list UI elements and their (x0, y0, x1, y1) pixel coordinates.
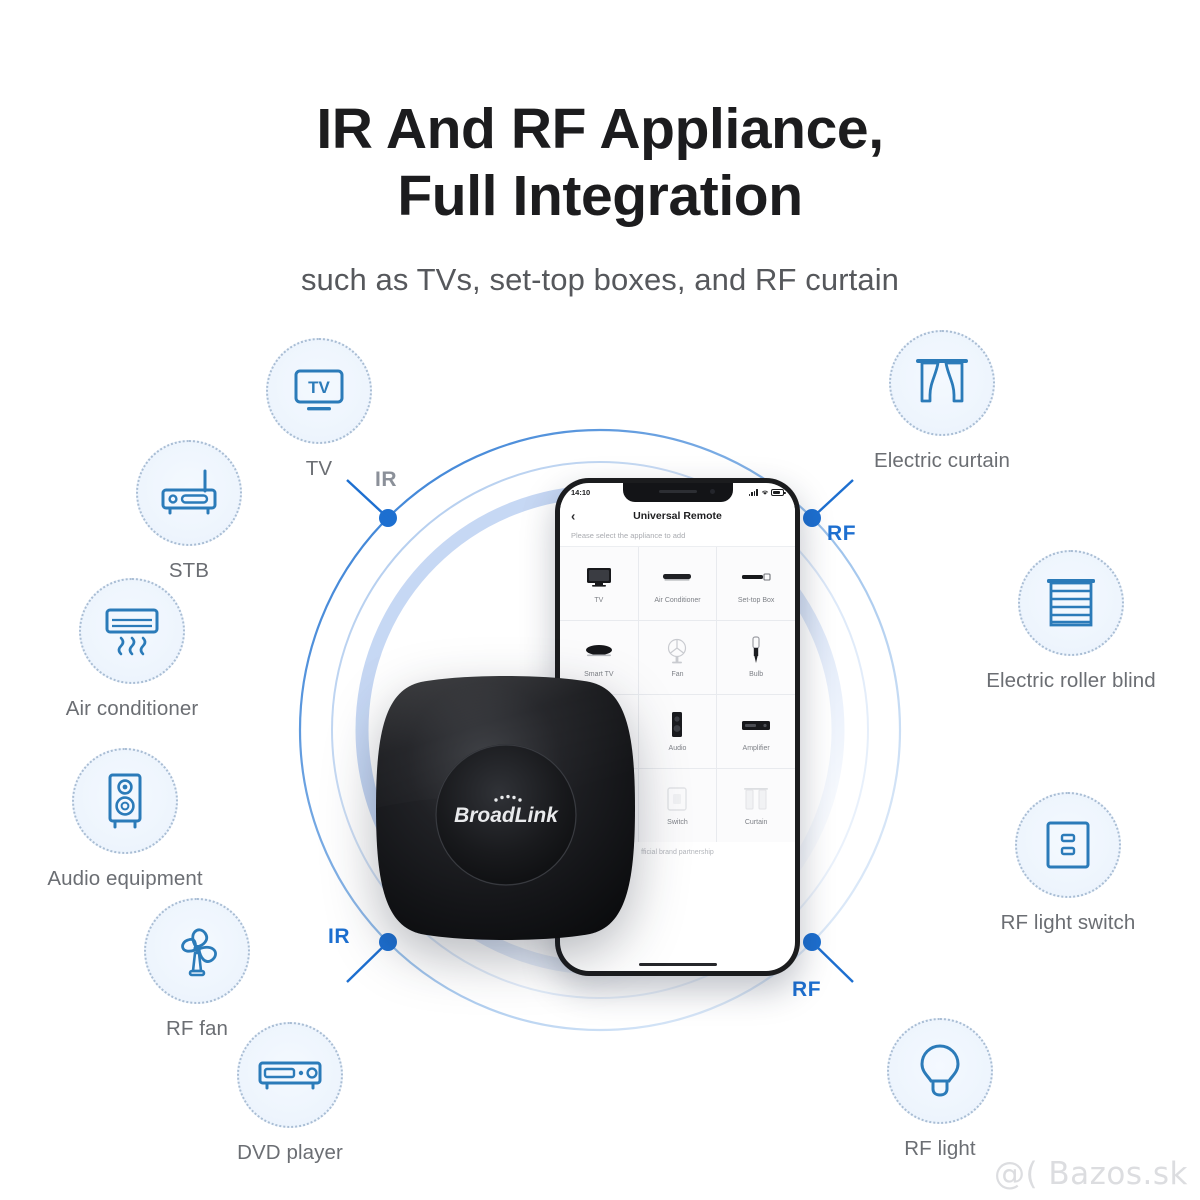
appliance-cell-switch[interactable]: Switch (638, 769, 717, 842)
feature-label: RF fan (165, 1017, 229, 1040)
status-time: 14:10 (571, 488, 591, 497)
signal-bars-icon (748, 489, 758, 496)
hub-highlight (376, 676, 635, 808)
page-title: IR And RF Appliance, Full Integration (0, 96, 1200, 229)
chevron-left-icon[interactable]: ‹ (571, 508, 576, 523)
appliance-label: Bulb (749, 670, 764, 678)
signal-label-ir-bottom: IR (328, 925, 351, 948)
appliance-label: Switch (667, 818, 688, 826)
home-indicator (638, 963, 717, 966)
air-conditioner-icon (79, 578, 185, 684)
signal-label-rf-top: RF (827, 522, 857, 545)
feature-label: DVD player (237, 1141, 343, 1164)
tv-icon: TV (266, 338, 372, 444)
mid-ring (331, 461, 869, 999)
appliance-cell-curtain[interactable]: Curtain (717, 769, 795, 842)
amplifier-device-icon (740, 710, 772, 740)
appliance-cell-amplifier[interactable]: Amplifier (717, 695, 795, 768)
feature-label: RF light switch (1000, 911, 1136, 934)
connector-bottom-right (811, 941, 854, 983)
appliance-label: Smart TV (584, 670, 614, 678)
feature-dvd-player: DVD player (185, 1022, 395, 1165)
title-line-2: Full Integration (397, 163, 803, 228)
signal-label-rf-bottom: RF (792, 978, 822, 1001)
app-instruction-text: Please select the appliance to add (560, 529, 795, 546)
wifi-icon (761, 490, 768, 495)
site-watermark: @( Bazos.sk (993, 1156, 1188, 1192)
hub-brand-text: BroadLink (454, 804, 559, 827)
svg-text:TV: TV (308, 378, 330, 397)
feature-label: TV (305, 457, 333, 480)
appliance-cell-air-conditioner[interactable]: Air Conditioner (638, 547, 717, 620)
appliance-cell-tv[interactable]: TV (560, 547, 638, 620)
fan-device-icon (664, 636, 690, 666)
connector-top-left (346, 479, 389, 519)
roller-blind-icon (1018, 550, 1124, 656)
appliance-cell-bulb[interactable]: Bulb (717, 621, 795, 694)
appliance-label: TV (594, 596, 604, 604)
feature-electric-roller-blind: Electric roller blind (966, 550, 1176, 693)
dvd-player-icon (237, 1022, 343, 1128)
feature-label: Electric roller blind (986, 669, 1156, 692)
light-switch-icon (1015, 792, 1121, 898)
feature-label: STB (168, 559, 210, 582)
appliance-label: Amplifier (742, 744, 770, 752)
feature-electric-curtain: Electric curtain (837, 330, 1047, 473)
ac-device-icon (661, 562, 693, 592)
appliance-label: Curtain (744, 818, 768, 826)
feature-label: Audio equipment (47, 867, 203, 890)
status-icon-group (748, 489, 786, 496)
connector-top-right (811, 479, 854, 519)
feature-rf-light: RF light (835, 1018, 1045, 1161)
smart-tv-device-icon (583, 636, 615, 666)
front-camera (709, 489, 715, 494)
appliance-cell-audio[interactable]: Audio (638, 695, 717, 768)
set-top-box-icon (136, 440, 242, 546)
feature-label: Air conditioner (65, 697, 199, 720)
appliance-label: Set-top Box (737, 596, 775, 604)
feature-rf-light-switch: RF light switch (963, 792, 1173, 935)
phone-notch (622, 483, 733, 502)
feature-air-conditioner: Air conditioner (27, 578, 237, 721)
tv-device-icon (584, 562, 614, 592)
feature-rf-fan: RF fan (92, 898, 302, 1041)
earpiece-speaker (658, 490, 697, 493)
fan-icon (144, 898, 250, 1004)
app-navigation-bar: ‹ Universal Remote (560, 502, 795, 529)
speaker-icon (72, 748, 178, 854)
appliance-label: Fan (671, 670, 684, 678)
appliance-label: Audio (668, 744, 687, 752)
outer-node-ring (298, 428, 902, 1032)
feature-tv: TV TV (214, 338, 424, 481)
feature-stb: STB (84, 440, 294, 583)
appliance-cell-fan[interactable]: Fan (638, 621, 717, 694)
hub-signal-dots (494, 794, 522, 802)
stb-device-icon (740, 562, 772, 592)
app-screen-title: Universal Remote (633, 509, 722, 522)
central-diagram: IR RF IR RF 14:10 (255, 400, 945, 1060)
appliance-label: Air Conditioner (654, 596, 701, 604)
battery-icon (771, 489, 786, 496)
signal-label-ir-top: IR (375, 468, 398, 491)
curtain-device-icon (742, 784, 770, 814)
bulb-device-icon (748, 636, 764, 666)
broadlink-hub-device: BroadLink (373, 672, 638, 944)
curtain-icon (889, 330, 995, 436)
audio-device-icon (668, 710, 686, 740)
phone-status-bar: 14:10 (560, 483, 795, 502)
feature-audio-equipment: Audio equipment (20, 748, 230, 891)
appliance-cell-set-top-box[interactable]: Set-top Box (717, 547, 795, 620)
page-subtitle: such as TVs, set-top boxes, and RF curta… (300, 262, 900, 297)
feature-label: RF light (904, 1137, 976, 1160)
bulb-icon (887, 1018, 993, 1124)
title-line-1: IR And RF Appliance, (316, 97, 884, 161)
feature-label: Electric curtain (873, 449, 1011, 472)
connector-bottom-left (346, 941, 389, 983)
switch-device-icon (665, 784, 689, 814)
